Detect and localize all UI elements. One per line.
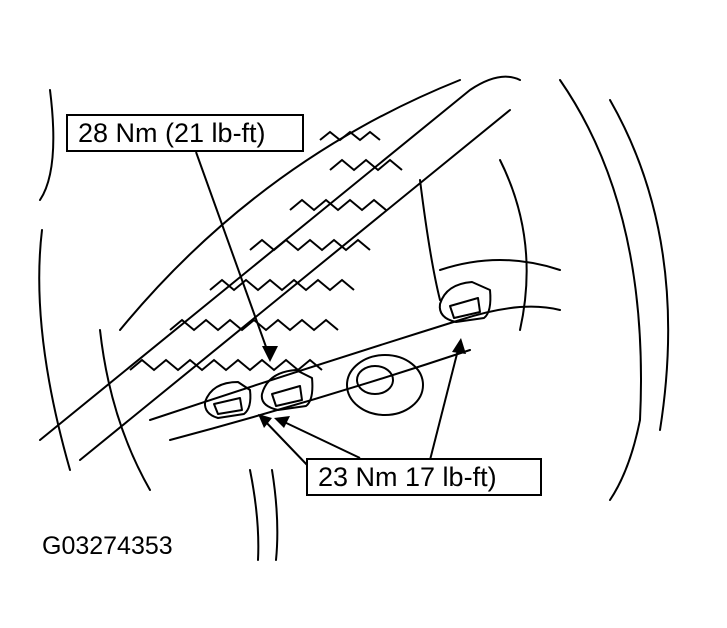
bracket-curve bbox=[439, 259, 561, 271]
outer-arc-right-1 bbox=[559, 79, 642, 501]
outer-arc-left bbox=[38, 229, 71, 471]
arrowhead-lower-3 bbox=[452, 338, 466, 354]
ribbing-row-7 bbox=[319, 130, 381, 142]
lower-tube-2 bbox=[271, 469, 279, 561]
bolt-head-1-inner bbox=[213, 397, 243, 415]
bracket-edge-2 bbox=[499, 159, 528, 331]
frame-top-arc bbox=[119, 79, 461, 331]
ribbing-row-5 bbox=[289, 198, 387, 212]
bolt-head-2 bbox=[260, 369, 314, 411]
inner-rail-2 bbox=[169, 349, 471, 441]
leader-lower-3 bbox=[429, 341, 461, 461]
frame-lower-edge bbox=[79, 109, 511, 461]
leader-lower-1 bbox=[261, 417, 311, 469]
round-housing bbox=[346, 354, 424, 416]
arrowhead-lower-2 bbox=[274, 416, 290, 428]
bolt-head-3 bbox=[438, 281, 492, 323]
ribbing-row-6 bbox=[329, 158, 403, 172]
figure-identifier: G03274353 bbox=[42, 532, 173, 560]
outer-arc-left-2 bbox=[39, 89, 55, 201]
bolt-head-2-inner bbox=[271, 385, 303, 407]
ribbing-row-4 bbox=[249, 238, 371, 252]
inner-rail bbox=[149, 305, 561, 421]
ribbing-row-3 bbox=[209, 278, 355, 292]
lower-tube bbox=[249, 469, 260, 561]
bolt-head-1 bbox=[203, 381, 252, 419]
bracket-edge bbox=[419, 179, 441, 301]
frame-upper-edge bbox=[39, 75, 521, 441]
torque-callout-upper: 28 Nm (21 lb-ft) bbox=[66, 114, 304, 152]
leader-upper bbox=[195, 151, 271, 359]
bolt-head-3-inner bbox=[449, 297, 481, 319]
arrowhead-lower-1 bbox=[258, 414, 272, 428]
ribbing-row-1 bbox=[129, 358, 323, 372]
leader-lower-2 bbox=[279, 419, 361, 459]
outer-arc-left-3 bbox=[99, 329, 151, 491]
outer-arc-right-2 bbox=[609, 99, 670, 431]
torque-callout-lower: 23 Nm 17 lb-ft) bbox=[306, 458, 542, 496]
ribbing-row-2 bbox=[169, 318, 339, 332]
round-housing-inner bbox=[356, 365, 394, 395]
arrowhead-upper bbox=[262, 346, 278, 362]
